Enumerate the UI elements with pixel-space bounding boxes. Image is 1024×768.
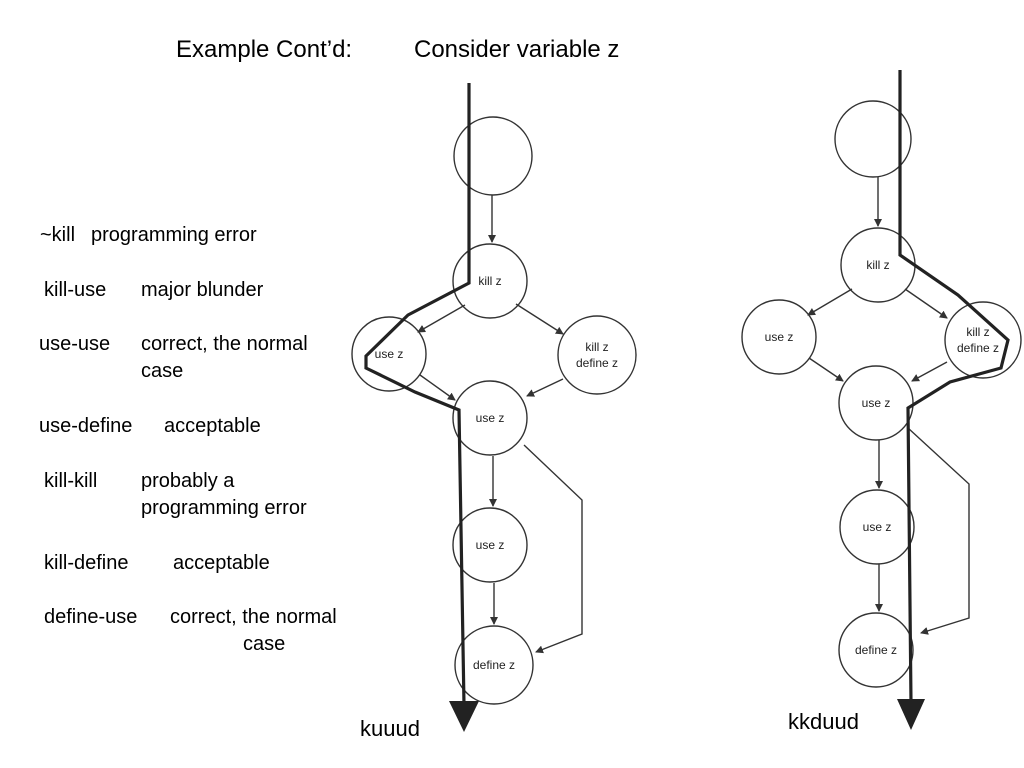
left-flow-graph <box>351 83 637 732</box>
node <box>452 507 528 583</box>
node-label: kill z <box>585 340 608 354</box>
node <box>351 316 427 392</box>
node <box>839 489 915 565</box>
node-label: use z <box>863 520 892 534</box>
node <box>838 365 914 441</box>
highlighted-path <box>898 70 1010 704</box>
node <box>838 612 914 688</box>
rule-meaning-cont: case <box>243 633 286 655</box>
bypass-edge <box>907 427 970 635</box>
node-label: use z <box>862 396 891 410</box>
rule-pair: kill-kill <box>44 470 98 492</box>
node-label: use z <box>476 411 505 425</box>
edge <box>904 288 948 319</box>
node-label: kill z <box>866 258 889 272</box>
edge <box>417 304 466 333</box>
rule-meaning: acceptable <box>164 415 261 437</box>
path-arrowhead <box>897 699 925 730</box>
node-label: define z <box>855 643 897 657</box>
node <box>452 243 528 319</box>
rule-pair: kill-define <box>44 552 129 574</box>
entry-node <box>453 116 533 196</box>
entry-node <box>834 100 912 178</box>
node-label: define z <box>576 356 618 370</box>
edge <box>911 361 948 382</box>
slide-title: Example Cont’d: <box>176 36 353 63</box>
rule-meaning: programming error <box>91 224 257 246</box>
node <box>944 301 1022 379</box>
rule-pair: use-use <box>39 333 111 355</box>
rule-meaning-cont: programming error <box>141 497 307 519</box>
rule-meaning: correct, the normal <box>141 333 308 355</box>
bypass-edge <box>523 444 583 654</box>
rule-meaning: acceptable <box>173 552 270 574</box>
rule-meaning: major blunder <box>141 279 264 301</box>
edge <box>808 357 844 382</box>
rule-pair: ~kill <box>40 224 76 246</box>
node-label: kill z <box>966 325 989 339</box>
node-label: kill z <box>478 274 501 288</box>
rule-meaning-cont: case <box>141 360 184 382</box>
path-arrowhead <box>449 701 479 732</box>
edge <box>526 378 564 397</box>
rule-pair: kill-use <box>44 279 107 301</box>
right-flow-graph <box>741 70 1022 730</box>
node-label: define z <box>473 658 515 672</box>
node <box>741 299 817 375</box>
node-label: use z <box>476 538 505 552</box>
rule-meaning: correct, the normal <box>170 606 337 628</box>
node <box>557 315 637 395</box>
highlighted-path <box>364 83 471 706</box>
edge <box>419 374 456 401</box>
node-label: define z <box>957 341 999 355</box>
right-node-labels: kill z use z kill z define z use z use z… <box>765 258 999 657</box>
node-label: use z <box>375 347 404 361</box>
right-path-label: kkduud <box>788 709 859 734</box>
slide-subtitle: Consider variable z <box>414 36 620 63</box>
rule-meaning: probably a <box>141 470 235 492</box>
left-path-label: kuuud <box>360 716 420 741</box>
node <box>454 625 534 705</box>
edge <box>807 288 853 316</box>
node <box>452 380 528 456</box>
rule-pair: use-define <box>39 415 133 437</box>
rule-pair: define-use <box>44 606 138 628</box>
node-label: use z <box>765 330 794 344</box>
edge <box>515 303 564 335</box>
left-node-labels: kill z use z kill z define z use z use z… <box>375 274 618 672</box>
